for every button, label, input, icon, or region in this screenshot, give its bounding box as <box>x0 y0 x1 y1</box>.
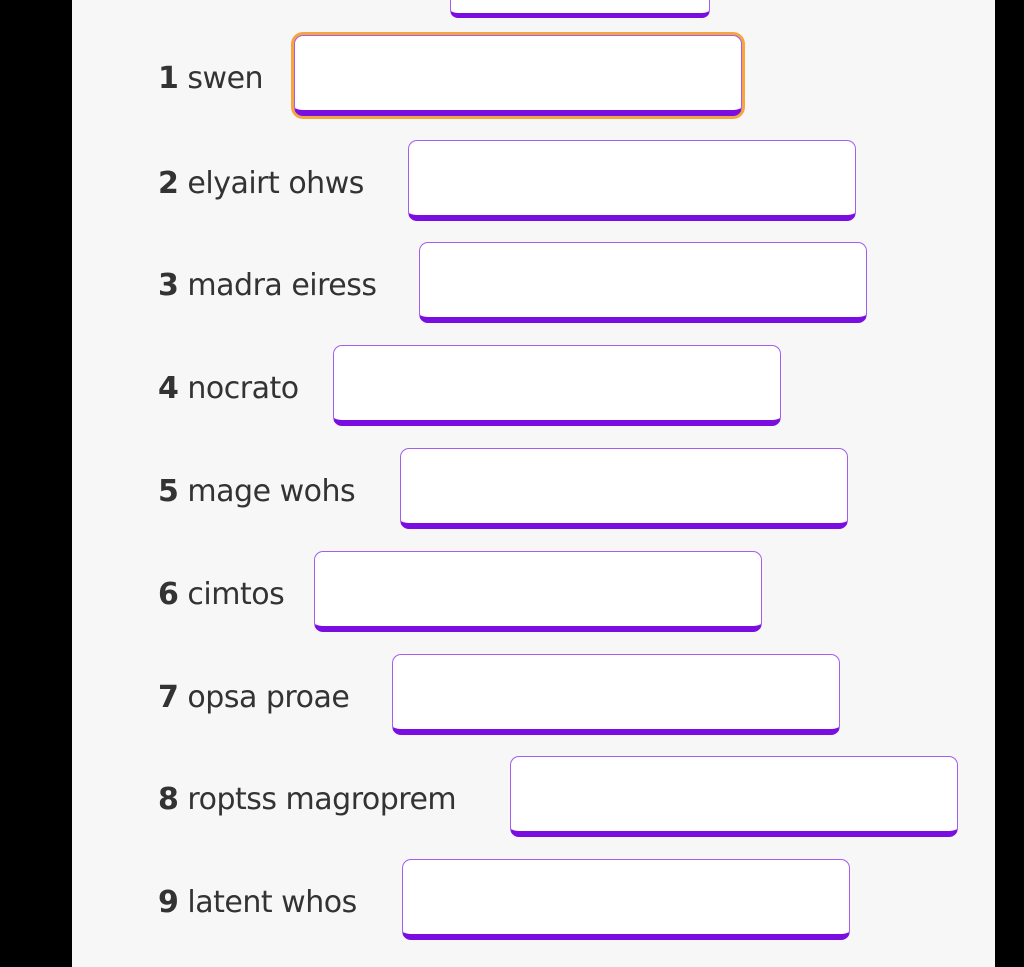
anagram-label: 2 elyairt ohws <box>158 166 364 201</box>
anagram-row: 3 madra eiress <box>0 242 1024 326</box>
item-number: 3 <box>158 268 179 303</box>
item-number: 6 <box>158 577 179 612</box>
item-number: 1 <box>158 61 179 96</box>
scrambled-word: cimtos <box>187 577 285 612</box>
anagram-label: 7 opsa proae <box>158 680 350 715</box>
anagram-row: 5 mage wohs <box>0 448 1024 532</box>
answer-input[interactable] <box>392 654 840 735</box>
item-number: 7 <box>158 680 179 715</box>
anagram-row: 9 latent whos <box>0 859 1024 943</box>
anagram-label: 6 cimtos <box>158 577 285 612</box>
scrambled-word: latent whos <box>187 885 357 920</box>
anagram-label: 5 mage wohs <box>158 474 356 509</box>
scrambled-word: swen <box>187 61 264 96</box>
item-number: 9 <box>158 885 179 920</box>
answer-input[interactable] <box>510 756 958 837</box>
scrambled-word: roptss magroprem <box>187 782 457 817</box>
anagram-row: 1 swen <box>0 35 1024 119</box>
answer-input[interactable] <box>294 35 742 116</box>
item-number: 2 <box>158 166 179 201</box>
anagram-row: 2 elyairt ohws <box>0 140 1024 224</box>
scrambled-word: madra eiress <box>187 268 377 303</box>
answer-input[interactable] <box>419 242 867 323</box>
anagram-label: 9 latent whos <box>158 885 357 920</box>
answer-input[interactable] <box>400 448 848 529</box>
previous-answer-input[interactable] <box>450 0 710 18</box>
answer-input[interactable] <box>408 140 856 221</box>
anagram-label: 3 madra eiress <box>158 268 377 303</box>
item-number: 5 <box>158 474 179 509</box>
anagram-row: 6 cimtos <box>0 551 1024 635</box>
item-number: 4 <box>158 371 179 406</box>
answer-input[interactable] <box>402 859 850 940</box>
anagram-label: 8 roptss magroprem <box>158 782 457 817</box>
answer-input[interactable] <box>314 551 762 632</box>
scrambled-word: mage wohs <box>187 474 356 509</box>
scrambled-word: opsa proae <box>187 680 350 715</box>
anagram-row: 4 nocrato <box>0 345 1024 429</box>
anagram-label: 4 nocrato <box>158 371 299 406</box>
scrambled-word: nocrato <box>187 371 299 406</box>
anagram-label: 1 swen <box>158 61 264 96</box>
anagram-row: 8 roptss magroprem <box>0 756 1024 840</box>
answer-input[interactable] <box>333 345 781 426</box>
scrambled-word: elyairt ohws <box>187 166 364 201</box>
item-number: 8 <box>158 782 179 817</box>
anagram-row: 7 opsa proae <box>0 654 1024 738</box>
